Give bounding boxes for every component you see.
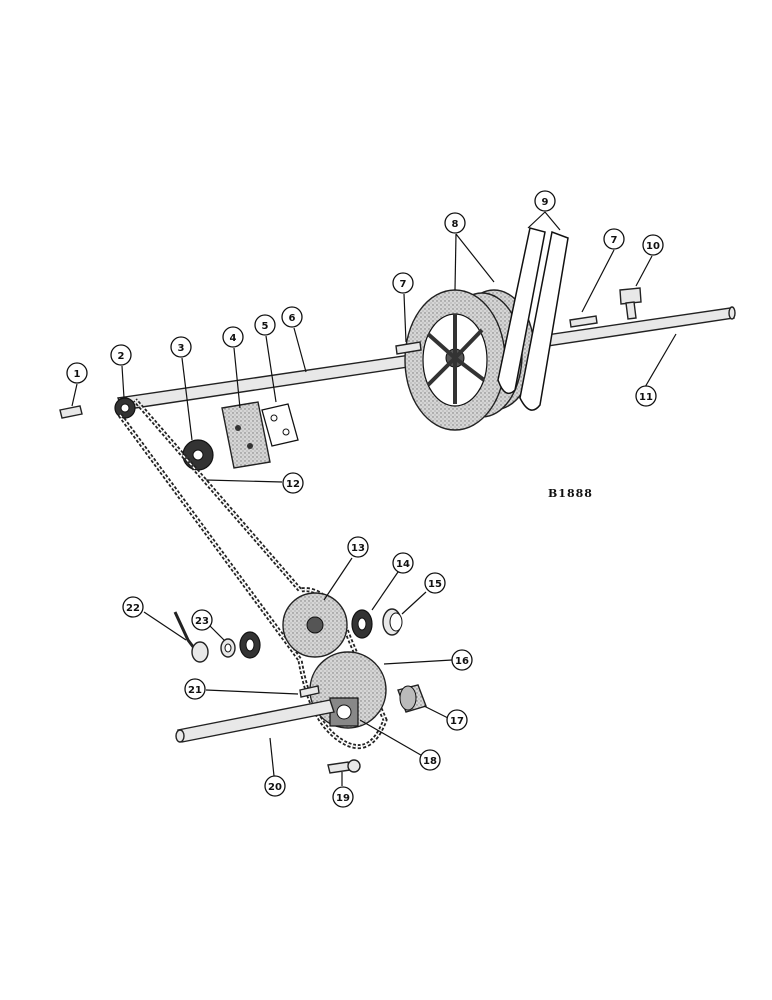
eyebolt [173,611,209,663]
callout-7-right: 7 [603,228,625,250]
key-pin [59,405,83,419]
callout-14: 14 [392,552,414,574]
callout-7-left: 7 [392,272,414,294]
idler-sprocket [182,439,214,471]
callout-1: 1 [66,362,88,384]
svg-text:5: 5 [262,321,269,332]
svg-text:15: 15 [428,579,442,590]
callout-13: 13 [347,536,369,558]
lower-large-sprocket [309,651,387,729]
callout-10: 10 [642,234,664,256]
svg-text:12: 12 [286,479,300,490]
svg-text:14: 14 [396,559,410,570]
callout-20: 20 [264,775,286,797]
callout-15: 15 [424,572,446,594]
svg-text:10: 10 [646,241,660,252]
callout-11: 11 [635,385,657,407]
svg-text:16: 16 [455,656,469,667]
bushing-15 [382,608,403,636]
bearing-14 [351,609,373,639]
svg-text:18: 18 [423,756,437,767]
svg-text:22: 22 [126,603,140,614]
callout-9: 9 [534,190,556,212]
svg-text:7: 7 [611,235,618,246]
callout-6: 6 [281,306,303,328]
svg-text:4: 4 [230,333,237,344]
shaft-key-right [569,315,598,328]
svg-text:13: 13 [351,543,365,554]
svg-text:7: 7 [400,279,407,290]
callout-21: 21 [184,678,206,700]
upper-large-sprocket [282,592,348,658]
callout-17: 17 [446,709,468,731]
bushing-17 [397,684,427,713]
svg-text:9: 9 [542,197,549,208]
svg-text:20: 20 [268,782,282,793]
callout-3: 3 [170,336,192,358]
callout-22: 22 [122,596,144,618]
lower-shaft [175,699,335,743]
svg-text:8: 8 [452,219,459,230]
bearing-23 [239,631,261,659]
shaft-key-left [395,341,422,355]
v-belts [497,227,569,411]
svg-text:3: 3 [178,343,185,354]
callout-16: 16 [451,649,473,671]
svg-text:19: 19 [336,793,350,804]
svg-text:21: 21 [188,685,202,696]
shaft-key-lower [299,685,320,698]
bolt-19 [327,759,361,774]
svg-text:2: 2 [118,351,125,362]
leader-lines [71,211,677,786]
callout-2: 2 [110,344,132,366]
svg-text:11: 11 [639,392,653,403]
callout-8: 8 [444,212,466,234]
callout-19: 19 [332,786,354,808]
gasket-plate [261,403,299,447]
drive-sprocket [114,397,136,419]
svg-text:1: 1 [74,369,81,380]
washer-23 [220,638,236,658]
svg-text:17: 17 [450,716,464,727]
bolt [619,287,642,320]
callout-18: 18 [419,749,441,771]
callout-23: 23 [191,609,213,631]
svg-text:6: 6 [289,313,296,324]
callout-12: 12 [282,472,304,494]
reference-code: B1888 [548,487,593,500]
callout-5: 5 [254,314,276,336]
svg-text:23: 23 [195,616,209,627]
mounting-plate [221,401,271,469]
callout-4: 4 [222,326,244,348]
